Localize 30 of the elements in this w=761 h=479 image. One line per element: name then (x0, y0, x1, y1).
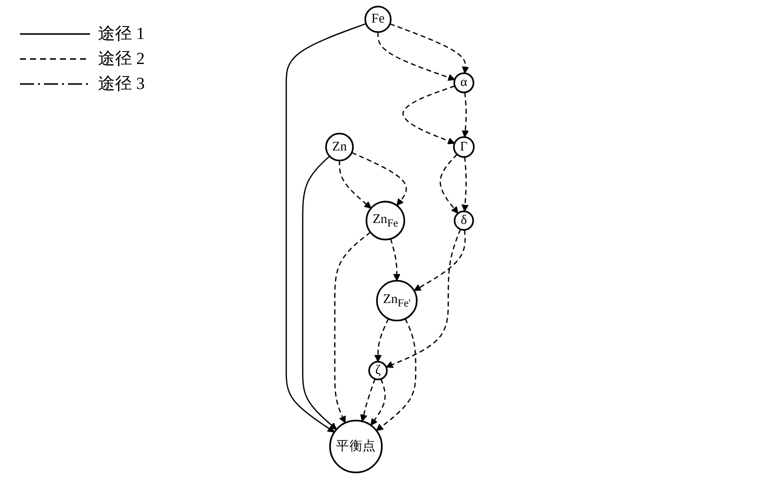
arrow (462, 156, 470, 212)
node-circle: Zn (326, 132, 354, 162)
node-circle: 平衡点 (330, 420, 384, 474)
legend-text: 途径 3 (98, 73, 145, 95)
node-circle: Zn$_{Fe'}$ (376, 280, 418, 322)
arrow (414, 230, 466, 291)
node-circle: Γ (454, 136, 476, 158)
arrow (402, 85, 456, 144)
arrow (390, 23, 470, 74)
node-circle: ζ (368, 360, 388, 380)
arrow (334, 232, 372, 424)
legend-text: 途径 1 (98, 23, 145, 45)
node-circle: Fe (364, 6, 392, 33)
arrow (370, 378, 386, 426)
arrow (374, 318, 390, 362)
legend-text: 途径 2 (98, 48, 145, 70)
arrow (302, 156, 338, 430)
arrow (352, 152, 408, 206)
node-circle: Zn$_{Fe}$ (366, 200, 406, 240)
arrow (286, 23, 367, 432)
arrow (386, 229, 462, 368)
arrow (360, 378, 376, 422)
arrow (390, 238, 401, 282)
arrow (462, 92, 470, 138)
node-circle: δ (454, 210, 474, 231)
arrow (378, 32, 456, 81)
arrow (339, 160, 372, 209)
node-circle: α (454, 72, 475, 94)
arrow (440, 154, 459, 214)
arrow (376, 318, 417, 431)
